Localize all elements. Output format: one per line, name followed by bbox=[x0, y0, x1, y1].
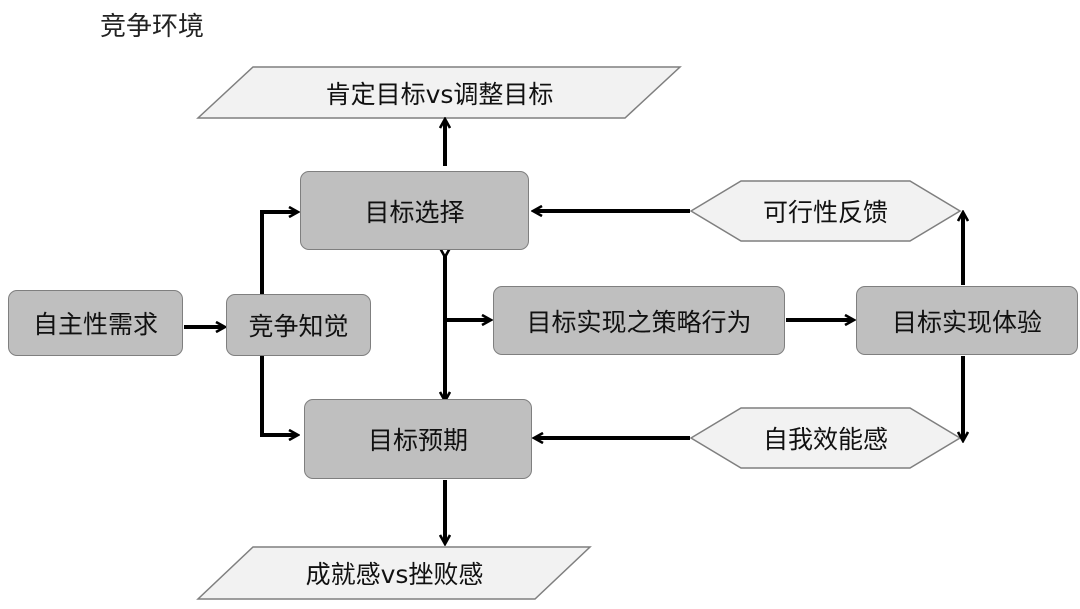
arrow-perception-to-selection bbox=[260, 212, 297, 294]
competition-perception-node: 竞争知觉 bbox=[226, 294, 371, 356]
autonomy-need-node: 自主性需求 bbox=[8, 290, 183, 356]
goal-experience-node: 目标实现体验 bbox=[856, 286, 1078, 355]
achievement-vs-frustration-shape bbox=[196, 546, 592, 600]
confirm-vs-adjust-shape bbox=[196, 66, 682, 119]
goal-selection-node: 目标选择 bbox=[300, 171, 529, 250]
feasibility-feedback-label: 可行性反馈 bbox=[762, 198, 888, 227]
arrow-perception-to-expectation bbox=[260, 356, 297, 435]
self-efficacy-label: 自我效能感 bbox=[762, 425, 888, 454]
achievement-vs-frustration-label: 成就感vs挫败感 bbox=[305, 560, 484, 589]
goal-expectation-node: 目标预期 bbox=[304, 399, 532, 479]
strategy-behavior-node: 目标实现之策略行为 bbox=[493, 286, 785, 355]
confirm-vs-adjust-label: 肯定目标vs调整目标 bbox=[325, 79, 554, 109]
diagram-title: 竞争环境 bbox=[100, 12, 205, 42]
